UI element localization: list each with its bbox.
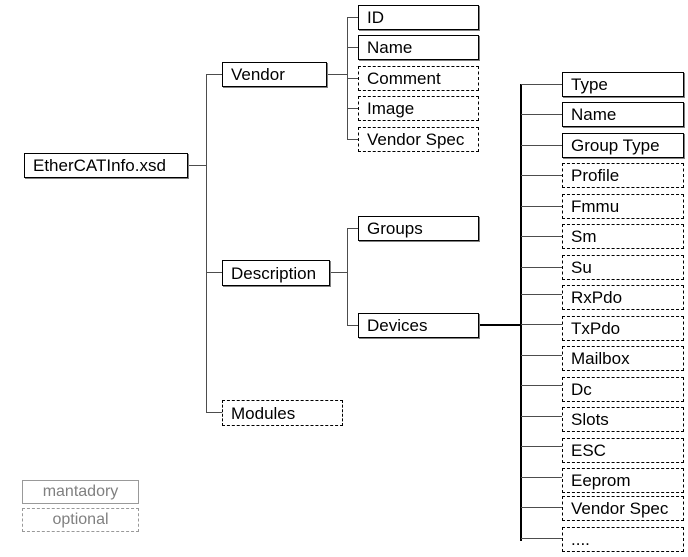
node-device-slots[interactable]: Slots [562,407,684,432]
connector-devices-to-type [521,84,562,85]
legend-label: mantadory [42,483,119,500]
connector-devices-to-profile [521,175,562,176]
node-modules[interactable]: Modules [222,400,343,426]
node-label: Devices [367,316,428,335]
connector-vendor-to-image [347,108,359,109]
connector-devices-to-eeprom [521,477,562,478]
node-label: Fmmu [571,197,620,216]
node-groups[interactable]: Groups [358,216,479,241]
connector-vendor-stub [327,74,348,75]
node-label: Mailbox [571,349,630,368]
node-device-more[interactable]: .... [562,527,684,552]
node-label: Profile [571,166,620,185]
node-label: Vendor Spec [571,499,669,518]
connector-devices-bus [520,84,522,541]
connector-description-to-devices [347,325,359,326]
connector-devices-to-vendorspec [521,507,562,508]
connector-root-to-vendor [206,74,223,75]
connector-devices-to-sm [521,236,562,237]
node-device-rxpdo[interactable]: RxPdo [562,285,684,310]
connector-description-stub [330,272,348,273]
connector-root-bus [206,74,207,413]
node-label: Modules [231,403,296,423]
node-ethercatinfo-xsd[interactable]: EtherCATInfo.xsd [24,153,188,178]
node-device-group-type[interactable]: Group Type [562,133,684,158]
node-label: Name [367,38,413,57]
node-label: Vendor Spec [367,130,465,149]
node-device-vendor-spec[interactable]: Vendor Spec [562,496,684,521]
node-label: Description [231,263,317,283]
node-label: EtherCATInfo.xsd [33,156,166,175]
node-device-profile[interactable]: Profile [562,163,684,188]
node-label: Su [571,258,592,277]
legend-optional: optional [22,508,139,532]
node-label: Sm [571,227,597,246]
connector-devices-to-rxpdo [521,294,562,295]
node-device-txpdo[interactable]: TxPdo [562,316,684,341]
node-label: Group Type [571,136,660,155]
connector-vendor-to-comment [347,78,359,79]
connector-vendor-to-id [347,17,359,18]
node-device-esc[interactable]: ESC [562,438,684,463]
node-vendor-image[interactable]: Image [358,96,479,121]
connector-devices-to-esc [521,446,562,447]
node-label: RxPdo [571,288,623,307]
node-label: TxPdo [571,319,621,338]
connector-devices-to-txpdo [521,324,562,325]
node-label: Vendor [231,65,285,84]
node-vendor-comment[interactable]: Comment [358,66,479,91]
node-label: Dc [571,380,592,399]
connector-devices-to-fmmu [521,206,562,207]
node-label: ID [367,8,384,27]
node-label: Groups [367,219,423,238]
node-label: Image [367,99,415,118]
node-device-eeprom[interactable]: Eeprom [562,468,684,493]
legend-label: optional [52,511,109,528]
connector-devices-to-slots [521,416,562,417]
node-device-su[interactable]: Su [562,255,684,280]
connector-devices-stub [479,324,522,326]
node-description[interactable]: Description [222,260,330,286]
node-device-fmmu[interactable]: Fmmu [562,194,684,219]
node-device-sm[interactable]: Sm [562,224,684,249]
connector-root-stub [188,165,207,166]
node-device-name[interactable]: Name [562,102,684,127]
node-vendor[interactable]: Vendor [222,62,327,87]
connector-vendor-to-name [347,47,359,48]
connector-description-to-groups [347,228,359,229]
node-vendor-vendor-spec[interactable]: Vendor Spec [358,127,479,152]
node-device-type[interactable]: Type [562,72,684,97]
node-vendor-name[interactable]: Name [358,35,479,60]
node-device-dc[interactable]: Dc [562,377,684,402]
node-label: Slots [571,410,609,429]
legend-mandatory: mantadory [22,480,139,504]
connector-devices-to-more [521,538,562,539]
node-devices[interactable]: Devices [358,313,479,338]
connector-root-to-description [206,272,223,273]
connector-devices-to-name [521,114,562,115]
node-label: Comment [367,69,441,88]
connector-vendor-to-vendorspec [347,139,359,140]
node-label: Name [571,105,617,124]
connector-devices-to-dc [521,385,562,386]
connector-description-bus [347,228,348,326]
node-label: Type [571,75,608,94]
connector-devices-to-grouptype [521,145,562,146]
node-label: ESC [571,441,606,460]
connector-root-to-modules [206,412,223,413]
connector-devices-to-mailbox [521,355,562,356]
connector-devices-to-su [521,267,562,268]
node-label: .... [571,530,590,549]
node-label: Eeprom [571,471,631,490]
node-device-mailbox[interactable]: Mailbox [562,346,684,371]
node-vendor-id[interactable]: ID [358,5,479,30]
